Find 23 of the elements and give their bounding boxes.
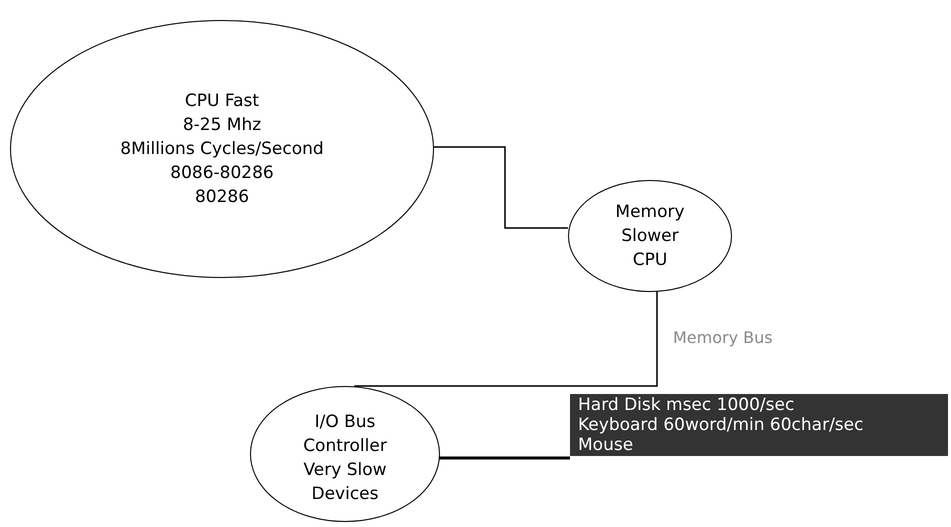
cpu-ellipse	[10, 20, 434, 278]
node-text: 8-25 Mhz	[182, 114, 262, 137]
node-text: Mouse	[578, 435, 634, 455]
node-text: Very Slow	[303, 459, 387, 482]
device-list-box	[570, 394, 948, 456]
node-text: Keyboard 60word/min 60char/sec	[578, 415, 864, 435]
node-text: Devices	[312, 483, 378, 506]
node-text: CPU	[632, 249, 668, 272]
node-text: I/O Bus	[314, 411, 376, 434]
node-text: CPU Fast	[184, 90, 260, 113]
node-text: Slower	[621, 225, 679, 248]
node-text: Controller	[303, 435, 387, 458]
node-text: Memory	[615, 201, 685, 224]
node-text: 80286	[194, 186, 250, 209]
node-text: Hard Disk msec 1000/sec	[578, 395, 794, 415]
connector-line	[434, 146, 568, 229]
edge-label: Memory Bus	[673, 328, 773, 347]
node-text: 8086-80286	[170, 162, 274, 185]
connector-line	[354, 292, 658, 388]
memory-ellipse	[568, 180, 732, 292]
node-text: 8Millions Cycles/Second	[120, 138, 324, 161]
io-controller-ellipse	[250, 386, 440, 522]
connector-line	[439, 456, 570, 460]
